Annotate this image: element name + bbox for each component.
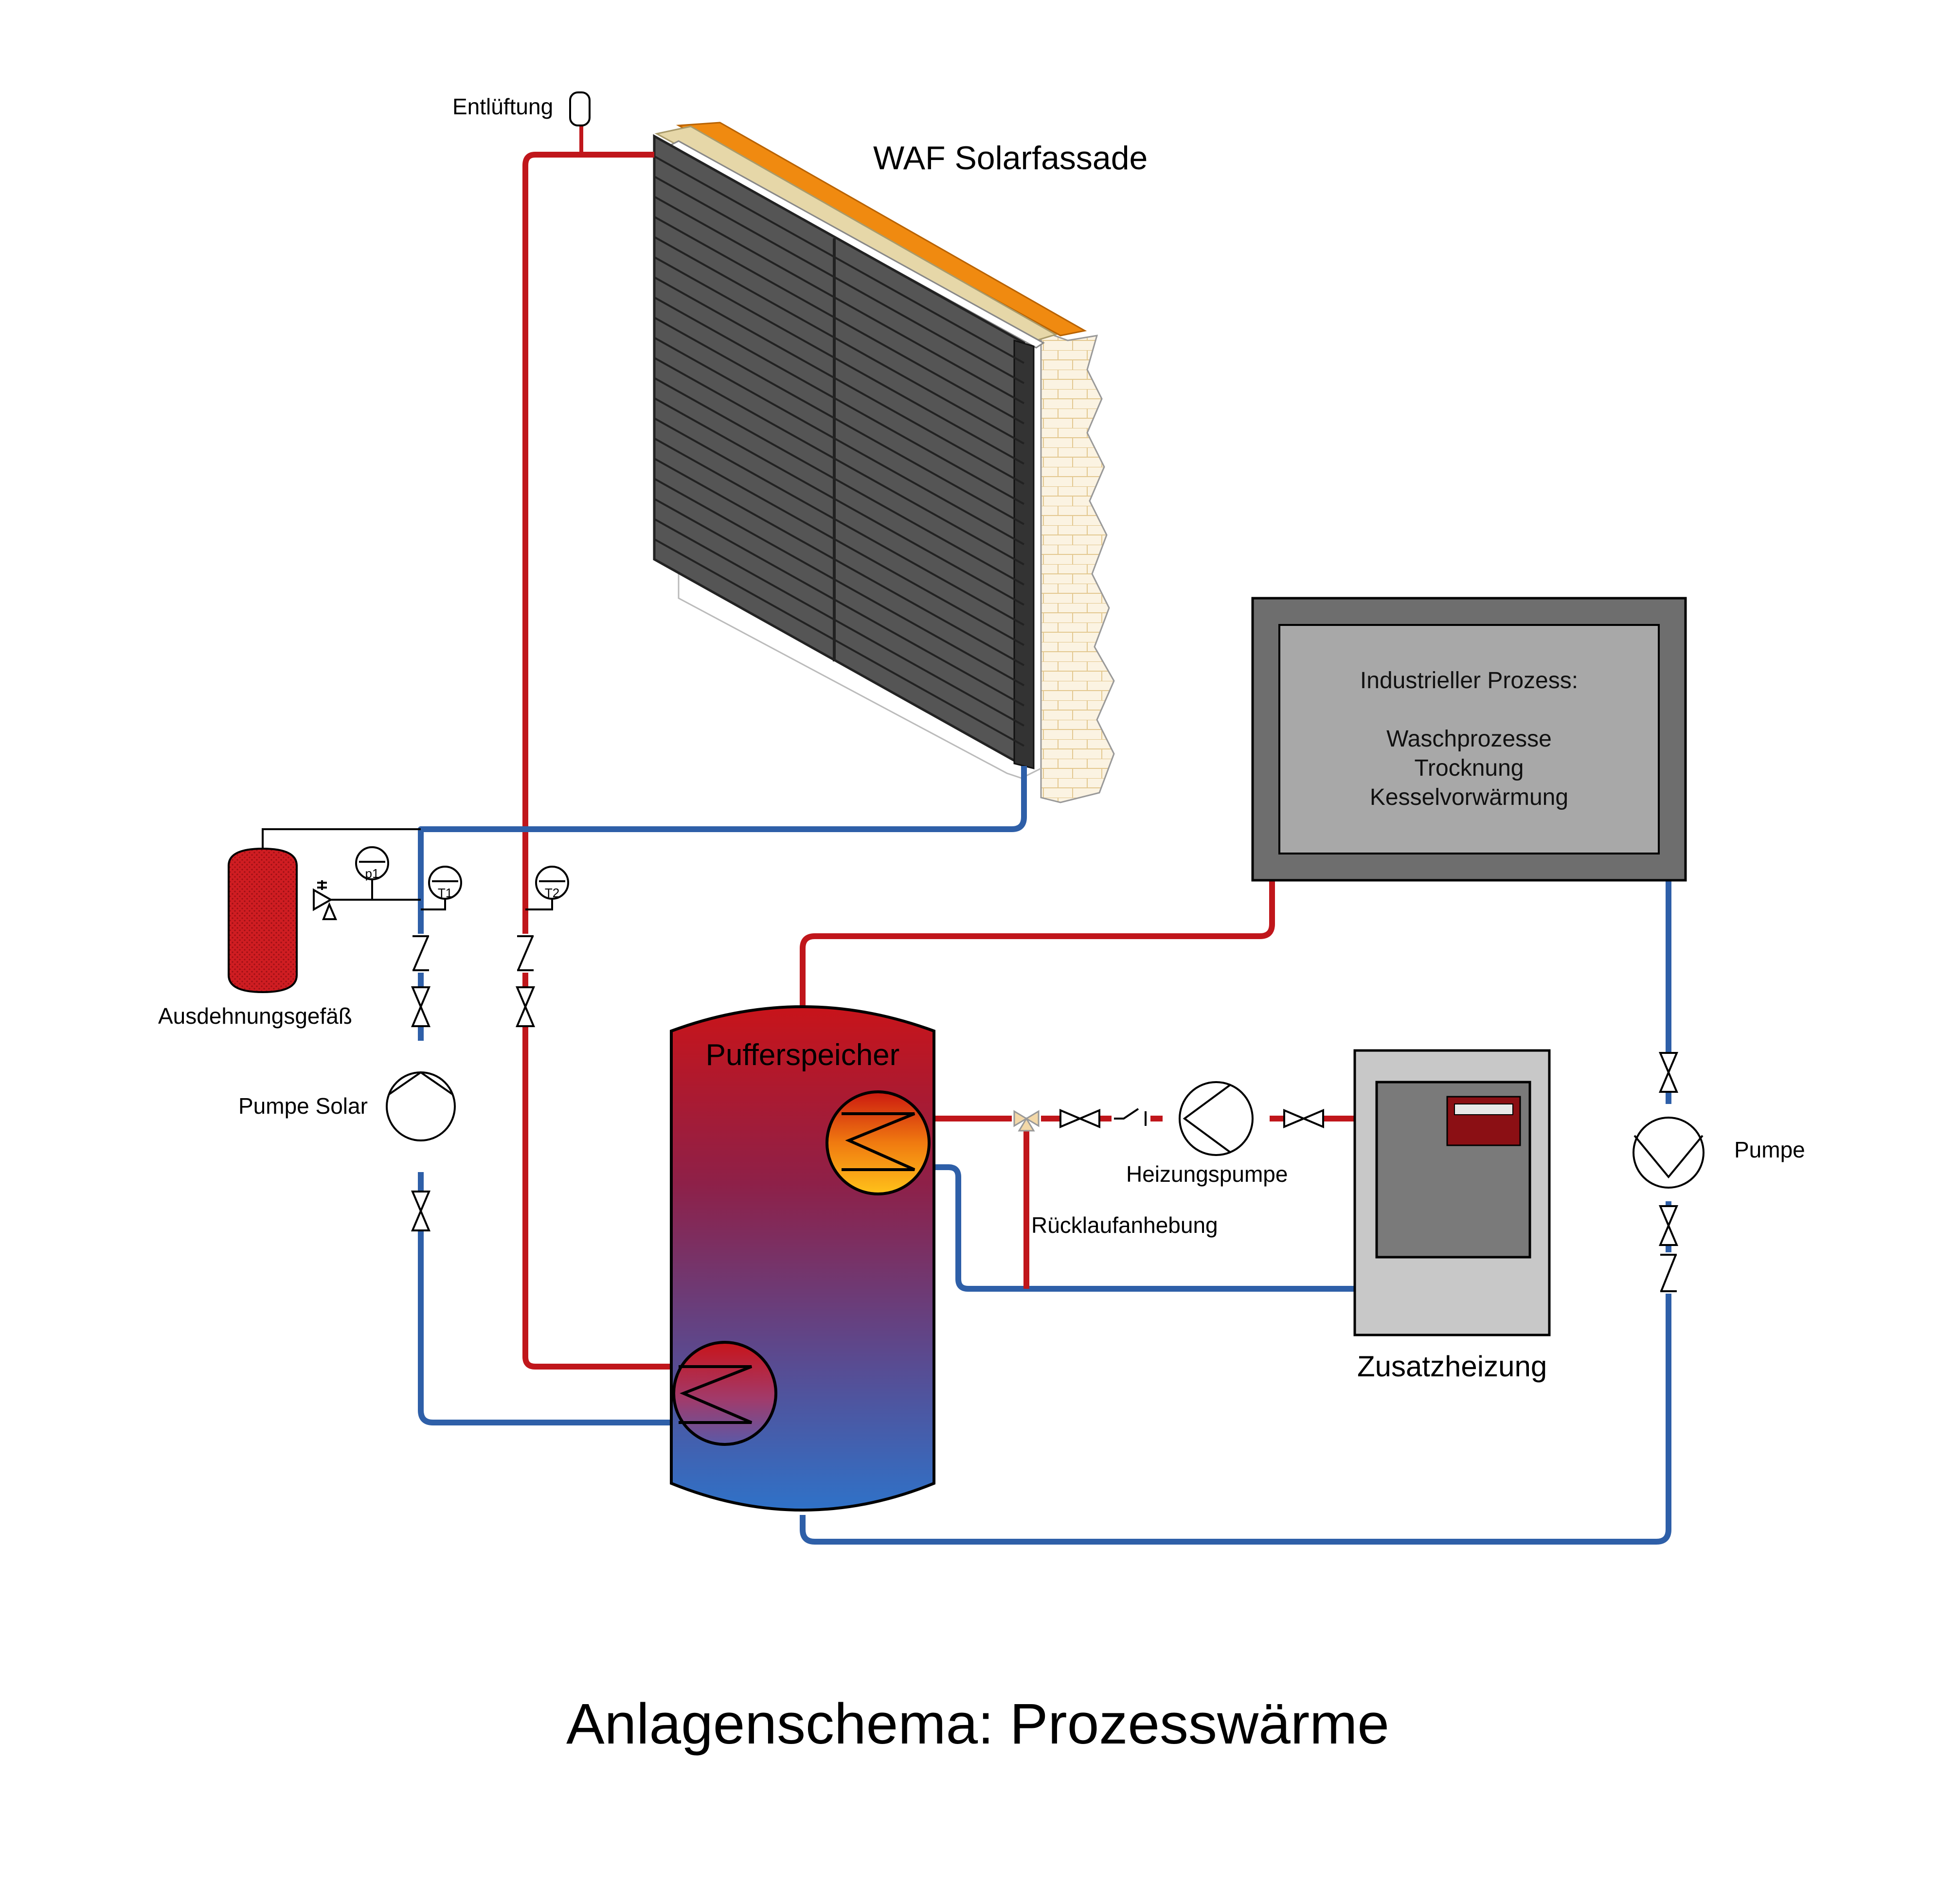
collector-slat [654, 417, 1024, 626]
shutoff-valve-icon [1658, 1052, 1679, 1093]
collector-edge [1013, 339, 1035, 769]
buffer-label: Pufferspeicher [706, 1038, 900, 1072]
collector-slat [654, 256, 1024, 465]
heating-pump-icon [1163, 1081, 1270, 1156]
solar-pump-icon [386, 1041, 456, 1172]
expansion-vessel [228, 847, 298, 994]
safety-valve-icon [313, 880, 338, 920]
vent-label: Entlüftung [452, 94, 553, 119]
solar-flow-pipe [522, 152, 676, 1370]
collector-slat [654, 276, 1024, 485]
aux-heater [1353, 1049, 1551, 1336]
process-heading: Industrieller Prozess: [1360, 668, 1578, 694]
collector-slat [654, 176, 1024, 384]
collector-slat [654, 538, 1024, 747]
collector-slat [654, 458, 1024, 666]
collector-slat [654, 498, 1024, 707]
solar-pump-label: Pumpe Solar [238, 1093, 368, 1119]
collector-slat [654, 356, 1024, 566]
heater-return-pipe [927, 1164, 1357, 1292]
shutoff-valve-icon [1658, 1205, 1679, 1246]
sensor-p1-label: p1 [365, 866, 379, 881]
collector-slat [654, 397, 1024, 606]
collector-slat [654, 296, 1024, 505]
process-pump-icon [1633, 1104, 1705, 1201]
sensor-t2-label: T2 [545, 886, 559, 900]
collector-slat [654, 478, 1024, 687]
collector-slat [654, 518, 1024, 727]
check-valve-icon [1112, 1108, 1150, 1128]
process-item: Kesselvorwärmung [1370, 784, 1568, 810]
shutoff-valve-icon [1059, 1108, 1100, 1129]
process-item: Trocknung [1415, 755, 1524, 781]
vent-valve [569, 91, 591, 126]
collector-slat [654, 215, 1024, 425]
pump-label: Pumpe [1734, 1137, 1805, 1162]
heat-exchanger-lower-icon [672, 1341, 777, 1446]
heating-pump-label: Heizungspumpe [1126, 1161, 1288, 1187]
collector-slats [654, 155, 1024, 747]
pressure-gauge-p1: p1 [355, 846, 389, 881]
industrial-process-box [1251, 597, 1687, 882]
brick-wall [1040, 329, 1115, 803]
collector-slat [654, 377, 1024, 586]
temperature-sensor-t1: T1 [428, 866, 462, 900]
collector-slat [654, 437, 1024, 646]
collector-slat [654, 155, 1024, 364]
process-supply-pipe [800, 880, 1275, 1009]
check-valve-icon [1660, 1252, 1677, 1294]
check-valve-icon [413, 934, 429, 973]
check-valve-icon [517, 934, 534, 973]
shutoff-valve-icon [515, 986, 536, 1027]
heat-exchanger-upper-icon [825, 1090, 931, 1195]
shutoff-valve-icon [411, 1191, 431, 1231]
collector-slat [654, 236, 1024, 445]
collector-slat [654, 196, 1024, 405]
collector-label: WAF Solarfassade [873, 140, 1148, 177]
diagram-title: Anlagenschema: Prozesswärme [566, 1692, 1389, 1756]
process-item: Waschprozesse [1386, 726, 1552, 752]
temperature-sensor-t2: T2 [535, 866, 569, 900]
aux-heater-label: Zusatzheizung [1357, 1350, 1547, 1383]
collector-slat [654, 317, 1024, 525]
process-return-pipe [800, 880, 1671, 1545]
mixing-valve-icon [1012, 1106, 1041, 1132]
return-raise-label: Rücklaufanhebung [1031, 1212, 1218, 1238]
shutoff-valve-icon [1283, 1108, 1324, 1129]
shutoff-valve-icon [411, 986, 431, 1027]
collector-slat [654, 337, 1024, 546]
solar-facade [653, 122, 1115, 803]
expansion-vessel-label: Ausdehnungsgefäß [158, 1003, 352, 1029]
sensor-t1-label: T1 [438, 886, 452, 900]
